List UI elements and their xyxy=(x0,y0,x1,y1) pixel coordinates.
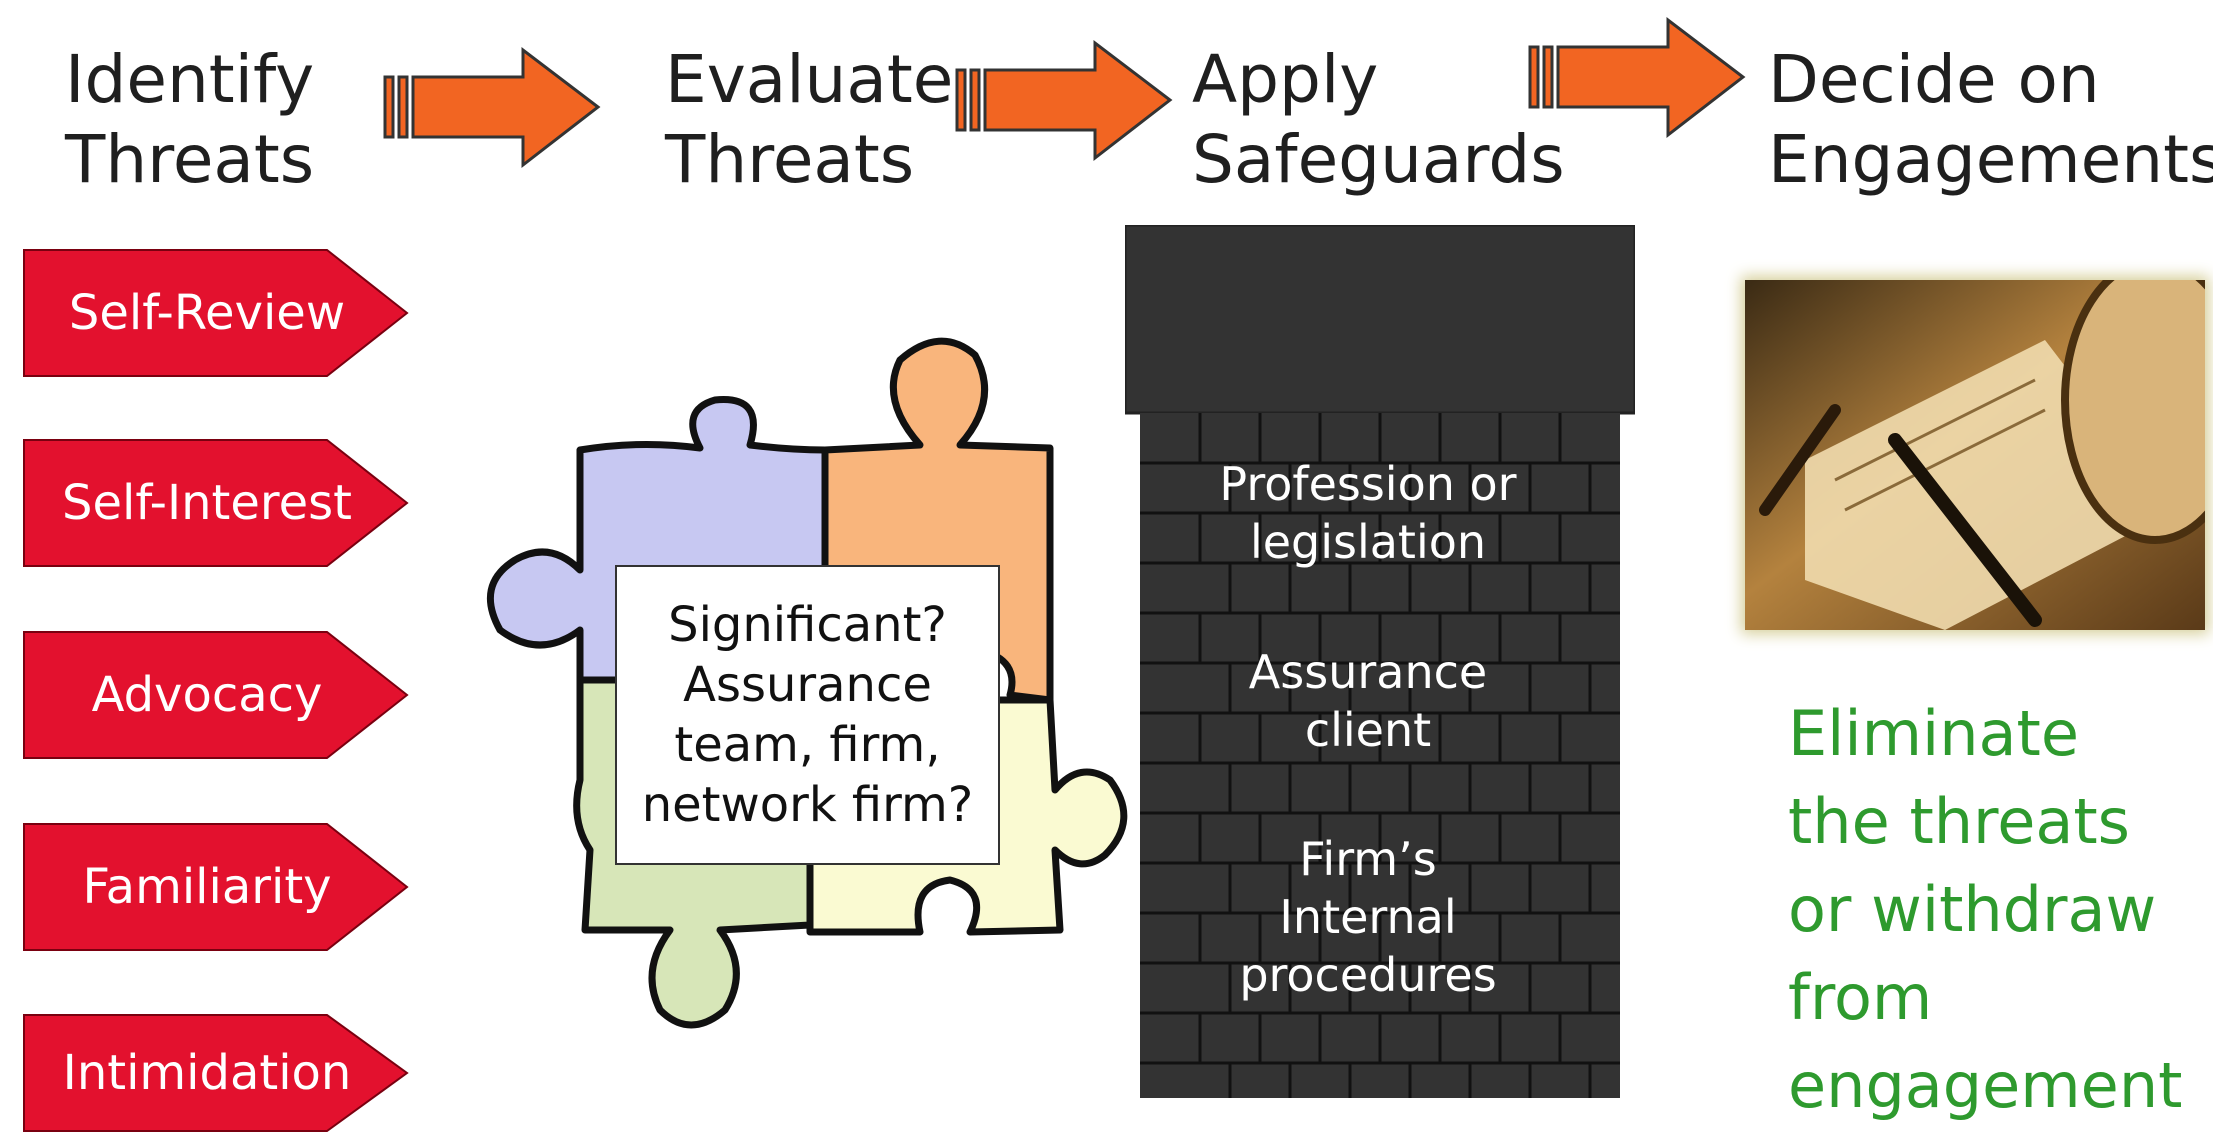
safeguard-profession: Profession or legislation xyxy=(1219,457,1517,569)
threat-label: Advocacy xyxy=(91,667,323,723)
outcome-text: Eliminate the threats or withdraw from e… xyxy=(1788,697,2183,1122)
threat-label: Self-Interest xyxy=(62,475,352,531)
flow-arrow-3 xyxy=(1528,16,1746,139)
flow-arrow-2 xyxy=(955,39,1173,162)
pentagon-arrow-shape xyxy=(23,823,409,951)
threat-label: Familiarity xyxy=(82,859,332,915)
threat-label: Self-Review xyxy=(68,285,346,341)
step-apply-safeguards: Apply Safeguards xyxy=(1192,40,1565,200)
pentagon-arrow-shape xyxy=(23,1014,409,1132)
safeguard-brick-wall xyxy=(1125,225,1635,1098)
step-label-line2: Threats xyxy=(665,121,915,198)
step-label-line1: Evaluate xyxy=(665,41,954,118)
pen-and-paper-photo xyxy=(1745,280,2205,630)
step-decide-engagements: Decide on Engagements xyxy=(1768,40,2213,200)
step-identify-threats: Identify Threats xyxy=(65,40,314,200)
threat-familiarity: Familiarity xyxy=(22,822,410,952)
threat-label: Intimidation xyxy=(62,1045,352,1101)
flow-arrow-1 xyxy=(383,46,601,169)
step-label-line2: Engagements xyxy=(1768,121,2213,198)
evaluate-question-text: Significant? Assurance team, firm, netwo… xyxy=(641,597,974,833)
threat-self-review: Self-Review xyxy=(22,248,410,378)
wall-cap xyxy=(1125,225,1635,415)
step-evaluate-threats: Evaluate Threats xyxy=(665,40,953,200)
evaluate-question-box: Significant? Assurance team, firm, netwo… xyxy=(615,565,1000,865)
pentagon-arrow-shape xyxy=(23,631,409,759)
safeguard-assurance-client: Assurance client xyxy=(1248,645,1488,757)
step-label-line1: Decide on xyxy=(1768,41,2100,118)
threat-self-interest: Self-Interest xyxy=(22,438,410,568)
pentagon-arrow-shape xyxy=(23,249,409,377)
pentagon-arrow-shape xyxy=(23,439,409,567)
step-label-line1: Apply xyxy=(1192,41,1379,118)
step-label-line2: Safeguards xyxy=(1192,121,1565,198)
safeguard-firm-procedures: Firm’s Internal procedures xyxy=(1239,832,1497,1002)
step-label-line1: Identify xyxy=(65,41,315,118)
threat-advocacy: Advocacy xyxy=(22,630,410,760)
step-label-line2: Threats xyxy=(65,121,315,198)
threat-intimidation: Intimidation xyxy=(22,1013,410,1143)
